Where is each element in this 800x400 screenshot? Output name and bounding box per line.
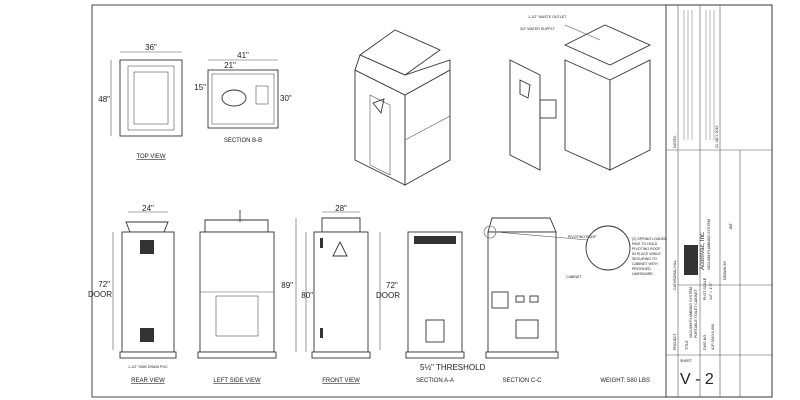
dim-top-width: 36" bbox=[145, 43, 157, 52]
section-cc: PIVOTING ROOF CABINET (2) SPRING LOADED … bbox=[483, 217, 667, 384]
callout-waste-outlet: 1-1/2" WASTE OUTLET bbox=[528, 15, 567, 19]
notes-lines bbox=[683, 10, 715, 140]
isometric-open-view: 1-1/2" WASTE OUTLET 3/4" WATER SUPPLY bbox=[509, 15, 652, 171]
scale: 1/2" = 1'-0" bbox=[709, 282, 713, 300]
title-section-bb: SECTION B-B bbox=[224, 138, 262, 144]
notes-label: NOTES bbox=[673, 135, 677, 148]
project-label: PROJECT bbox=[673, 332, 677, 350]
dim-front-width: 28" bbox=[335, 204, 347, 213]
sheet-number: V - 2 bbox=[680, 371, 714, 388]
company-name: AcornVac, Inc. bbox=[700, 231, 706, 270]
dim-top-depth: 48" bbox=[98, 95, 110, 104]
dwg-label: DWG NO. bbox=[703, 334, 707, 350]
svg-text:IN PLACE WHILE: IN PLACE WHILE bbox=[632, 252, 661, 256]
isometric-closed-view bbox=[354, 29, 451, 186]
company-logo bbox=[684, 245, 698, 275]
title-top-view: TOP VIEW bbox=[136, 154, 165, 160]
date: 21 JULY 2015 bbox=[715, 126, 719, 148]
left-side-view: LEFT SIDE VIEW bbox=[197, 210, 277, 384]
dim-bb-21: 21" bbox=[224, 61, 236, 70]
dim-rear-width: 24" bbox=[142, 204, 154, 213]
drawn-by-label: DRAWN BY bbox=[723, 260, 727, 280]
section-bb: 41" 21" 15" 30" SECTION B-B bbox=[194, 51, 292, 144]
sheet-label: SHEET bbox=[680, 359, 693, 363]
weight-label: WEIGHT: 580 LBS bbox=[600, 378, 650, 384]
project: CATHEDRAL HILL bbox=[673, 260, 677, 290]
svg-text:SECURING TO: SECURING TO bbox=[632, 257, 657, 261]
threshold-value: 5½" bbox=[420, 363, 434, 372]
label-door-front: DOOR bbox=[376, 291, 400, 300]
svg-text:PIVOTING ROOF: PIVOTING ROOF bbox=[632, 247, 661, 251]
callout-sink-drain: 1-1/2" SINK DRAIN POC bbox=[128, 365, 168, 369]
rear-view: 24" 72" DOOR 1-1/2" SINK DRAIN POC REAR … bbox=[88, 204, 177, 384]
dim-aa-door: 72" bbox=[386, 281, 398, 290]
svg-text:CABINET WITH: CABINET WITH bbox=[632, 262, 658, 266]
drawn-by: JMT bbox=[729, 222, 733, 230]
dim-front-89: 89" bbox=[281, 281, 293, 290]
title-rear-view: REAR VIEW bbox=[131, 378, 165, 384]
title-left-side-view: LEFT SIDE VIEW bbox=[213, 378, 261, 384]
dim-bb-15: 15" bbox=[194, 83, 206, 92]
scale-label: PLOT SCALE bbox=[703, 277, 707, 300]
svg-text:PINS TO HOLD: PINS TO HOLD bbox=[632, 242, 658, 246]
dim-front-80: 80" bbox=[301, 291, 313, 300]
top-view: 36" 48" TOP VIEW bbox=[98, 43, 183, 160]
svg-text:HARDWARE.: HARDWARE. bbox=[632, 272, 654, 276]
svg-text:(2) SPRING LOADED: (2) SPRING LOADED bbox=[632, 237, 667, 241]
dwg-no: AJP-00XXX-000 bbox=[711, 324, 715, 350]
callout-pivoting-roof: PIVOTING ROOF bbox=[568, 235, 597, 239]
callout-water-supply: 3/4" WATER SUPPLY bbox=[520, 27, 555, 31]
title-line1: VACUUM PLUMBING SYSTEM bbox=[689, 287, 693, 338]
title-section-cc: SECTION C-C bbox=[503, 378, 543, 384]
dim-bb-width: 41" bbox=[237, 51, 249, 60]
title-line2: PORTABLE TOILET CABINET bbox=[694, 288, 698, 338]
title-section-aa: SECTION A-A bbox=[416, 378, 454, 384]
company-sub: VACUUM PLUMBING SYSTEM bbox=[707, 219, 711, 270]
title-block: NOTES 21 JULY 2015 PROJECT CATHEDRAL HIL… bbox=[665, 4, 773, 398]
front-view: 28" 89" 80" 72" DOOR FRONT VIEW bbox=[281, 204, 400, 384]
svg-text:PROVIDED: PROVIDED bbox=[632, 267, 651, 271]
label-door-rear: DOOR bbox=[88, 290, 112, 299]
callout-cabinet: CABINET bbox=[566, 275, 582, 279]
dim-rear-door: 72" bbox=[98, 280, 110, 289]
section-aa: 5½" THRESHOLD SECTION A-A bbox=[405, 231, 486, 384]
title-front-view: FRONT VIEW bbox=[322, 378, 360, 384]
threshold-label: THRESHOLD bbox=[436, 363, 486, 372]
dim-bb-30: 30" bbox=[280, 94, 292, 103]
callout-spring-pins: (2) SPRING LOADED PINS TO HOLD PIVOTING … bbox=[632, 237, 667, 276]
title-label: TITLE bbox=[685, 340, 689, 350]
